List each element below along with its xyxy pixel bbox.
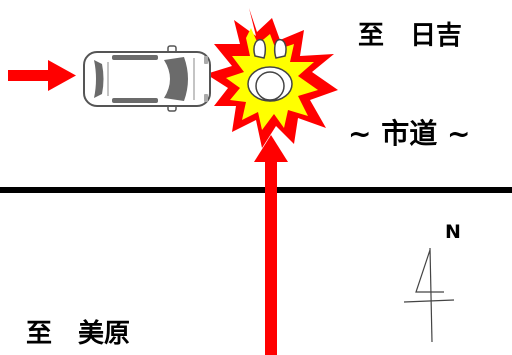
vehicle-direction-arrow <box>8 60 76 91</box>
direction-label-hiyoshi: 至 日吉 <box>358 21 462 51</box>
car-topview-icon <box>83 45 211 112</box>
north-compass-icon <box>403 247 455 343</box>
pedestrian-direction-arrow <box>254 135 288 355</box>
person-topview-icon <box>247 38 293 102</box>
road-name-label: ~ 市道 ~ <box>348 117 470 150</box>
direction-label-mihara: 至 美原 <box>26 318 130 349</box>
north-label: N <box>445 221 461 243</box>
